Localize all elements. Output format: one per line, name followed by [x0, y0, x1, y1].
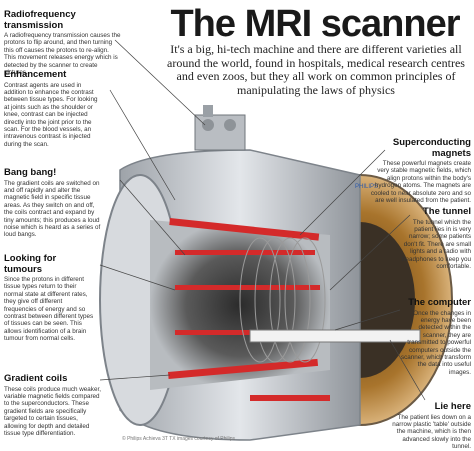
- gradient-heading: Gradient coils: [4, 373, 68, 384]
- page-subtitle: It's a big, hi-tech machine and there ar…: [167, 42, 465, 97]
- liehere-body: The patient lies down on a narrow plasti…: [392, 413, 471, 451]
- gradient-section: Gradient coils These coils produce much …: [4, 373, 102, 437]
- tumours-body: Since the protons in different tissue ty…: [4, 276, 94, 343]
- superconducting-heading: Superconducting magnets: [392, 137, 471, 159]
- enhancement-heading: Enhancement: [4, 69, 67, 80]
- enhancement-body: Contrast agents are used in addition to …: [4, 81, 98, 148]
- leader-lines: [99, 39, 426, 401]
- bang-section: Bang bang! The gradient coils are switch…: [4, 167, 104, 239]
- enhancement-section: Enhancement Contrast agents are used in …: [4, 69, 104, 148]
- cryo-head: [194, 105, 246, 151]
- page-title: The MRI scanner: [170, 3, 460, 45]
- computer-heading: The computer: [408, 297, 471, 308]
- image-credit: © Philips Achieva 3T TX images courtesy …: [122, 436, 235, 442]
- radiofrequency-body: A radiofrequency transmission causes the…: [4, 32, 121, 77]
- computer-body: Once the changes in energy have been det…: [401, 309, 471, 376]
- tunnel-body: The tunnel which the patient lies in is …: [402, 218, 471, 270]
- radiofrequency-section: Radiofrequency transmission A radiofrequ…: [4, 9, 122, 77]
- liehere-heading: Lie here: [434, 401, 471, 412]
- bang-heading: Bang bang!: [4, 167, 57, 178]
- superconducting-body: These powerful magnets create very stabl…: [370, 160, 471, 205]
- coil-windings: [239, 237, 326, 363]
- gradient-body: These coils produce much weaker, variabl…: [4, 385, 101, 437]
- computer-section: The computer Once the changes in energy …: [395, 297, 471, 376]
- gradient-coils: [168, 217, 330, 401]
- superconducting-section: Superconducting magnets These powerful m…: [370, 137, 471, 205]
- radiofrequency-heading: Radiofrequency transmission: [4, 9, 76, 31]
- tunnel-section: The tunnel The tunnel which the patient …: [398, 206, 471, 270]
- bang-body: The gradient coils are switched on and o…: [4, 179, 101, 239]
- tumours-section: Looking for tumours Since the protons in…: [4, 253, 96, 343]
- brand-mark: PHILIPS: [355, 184, 378, 190]
- tunnel-heading: The tunnel: [422, 206, 471, 217]
- liehere-section: Lie here The patient lies down on a narr…: [383, 401, 471, 451]
- tumours-heading: Looking for tumours: [4, 253, 57, 275]
